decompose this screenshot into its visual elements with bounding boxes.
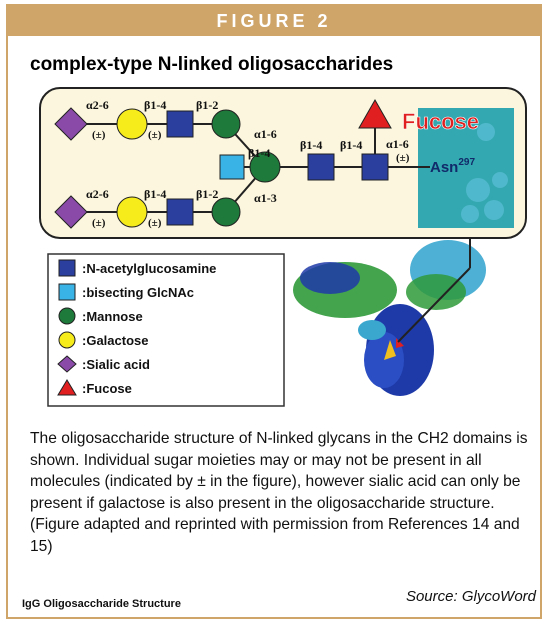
figure-caption: The oligosaccharide structure of N-linke… <box>30 430 528 555</box>
fucose-triangle <box>358 98 392 129</box>
glcnac-core-1 <box>307 153 335 181</box>
bisecting-glcnac <box>219 154 245 180</box>
legend-box <box>47 253 285 407</box>
fucose-label: Fucose <box>402 109 479 134</box>
linkage-b14-core2: β1-4 <box>340 138 362 152</box>
sialic-acid-top <box>54 107 88 141</box>
connector-diagonal <box>397 267 471 343</box>
legend-symbol-bisecting <box>58 283 76 301</box>
legend-label-glcnac: :N-acetylglucosamine <box>82 261 216 276</box>
linkage-b14-bottom: β1-4 <box>144 187 166 201</box>
structure-panel <box>39 87 527 239</box>
legend-symbol-mannose <box>58 307 76 325</box>
linkage-a26-top: α2-6 <box>86 98 109 112</box>
legend-symbol-galactose <box>58 331 76 349</box>
diagram-subtitle: complex-type N-linked oligosaccharides <box>30 54 394 75</box>
legend-label-galactose: :Galactose <box>82 333 148 348</box>
glcnac-core-2 <box>361 153 389 181</box>
figure-label: FIGURE 2 <box>8 6 540 36</box>
linkage-b12-bottom: β1-2 <box>196 187 218 201</box>
linkage-a16-branch: α1-6 <box>254 127 277 141</box>
legend-symbol-sialic <box>57 355 77 373</box>
linkage-a26-bottom: α2-6 <box>86 187 109 201</box>
linkage-a16-fucose: α1-6 <box>386 137 409 151</box>
legend-symbol-glcnac <box>58 259 76 277</box>
linkage-b14-top: β1-4 <box>144 98 166 112</box>
legend-label-fucose: :Fucose <box>82 381 132 396</box>
linkage-b12-top: β1-2 <box>196 98 218 112</box>
glcnac-top <box>166 110 194 138</box>
linkage-a13-branch: α1-3 <box>254 191 277 205</box>
legend-symbol-fucose <box>57 379 77 396</box>
mannose-bottom <box>211 197 241 227</box>
legend-label-sialic: :Sialic acid <box>82 357 150 372</box>
figure-credit: IgG Oligosaccharide Structure <box>22 598 181 610</box>
linkage-b14-bisect: β1-4 <box>248 146 270 160</box>
glcnac-bottom <box>166 198 194 226</box>
pm-fucose: (±) <box>396 152 410 164</box>
pm-bottom-sialic: (±) <box>92 217 106 229</box>
asn-label: Asn297 <box>430 157 475 176</box>
mannose-top <box>211 109 241 139</box>
legend: :N-acetylglucosamine :bisecting GlcNAc :… <box>57 259 216 396</box>
galactose-bottom <box>116 196 148 228</box>
igg-protein-image <box>293 240 486 396</box>
pm-bottom-gal: (±) <box>148 217 162 229</box>
sialic-acid-bottom <box>54 195 88 229</box>
galactose-top <box>116 108 148 140</box>
legend-label-mannose: :Mannose <box>82 309 143 324</box>
mannose-core <box>249 151 281 183</box>
pm-top-sialic: (±) <box>92 129 106 141</box>
linkage-b14-core1: β1-4 <box>300 138 322 152</box>
figure-source: Source: GlycoWord <box>405 588 536 605</box>
pm-top-gal: (±) <box>148 129 162 141</box>
legend-label-bisecting: :bisecting GlcNAc <box>82 285 194 300</box>
